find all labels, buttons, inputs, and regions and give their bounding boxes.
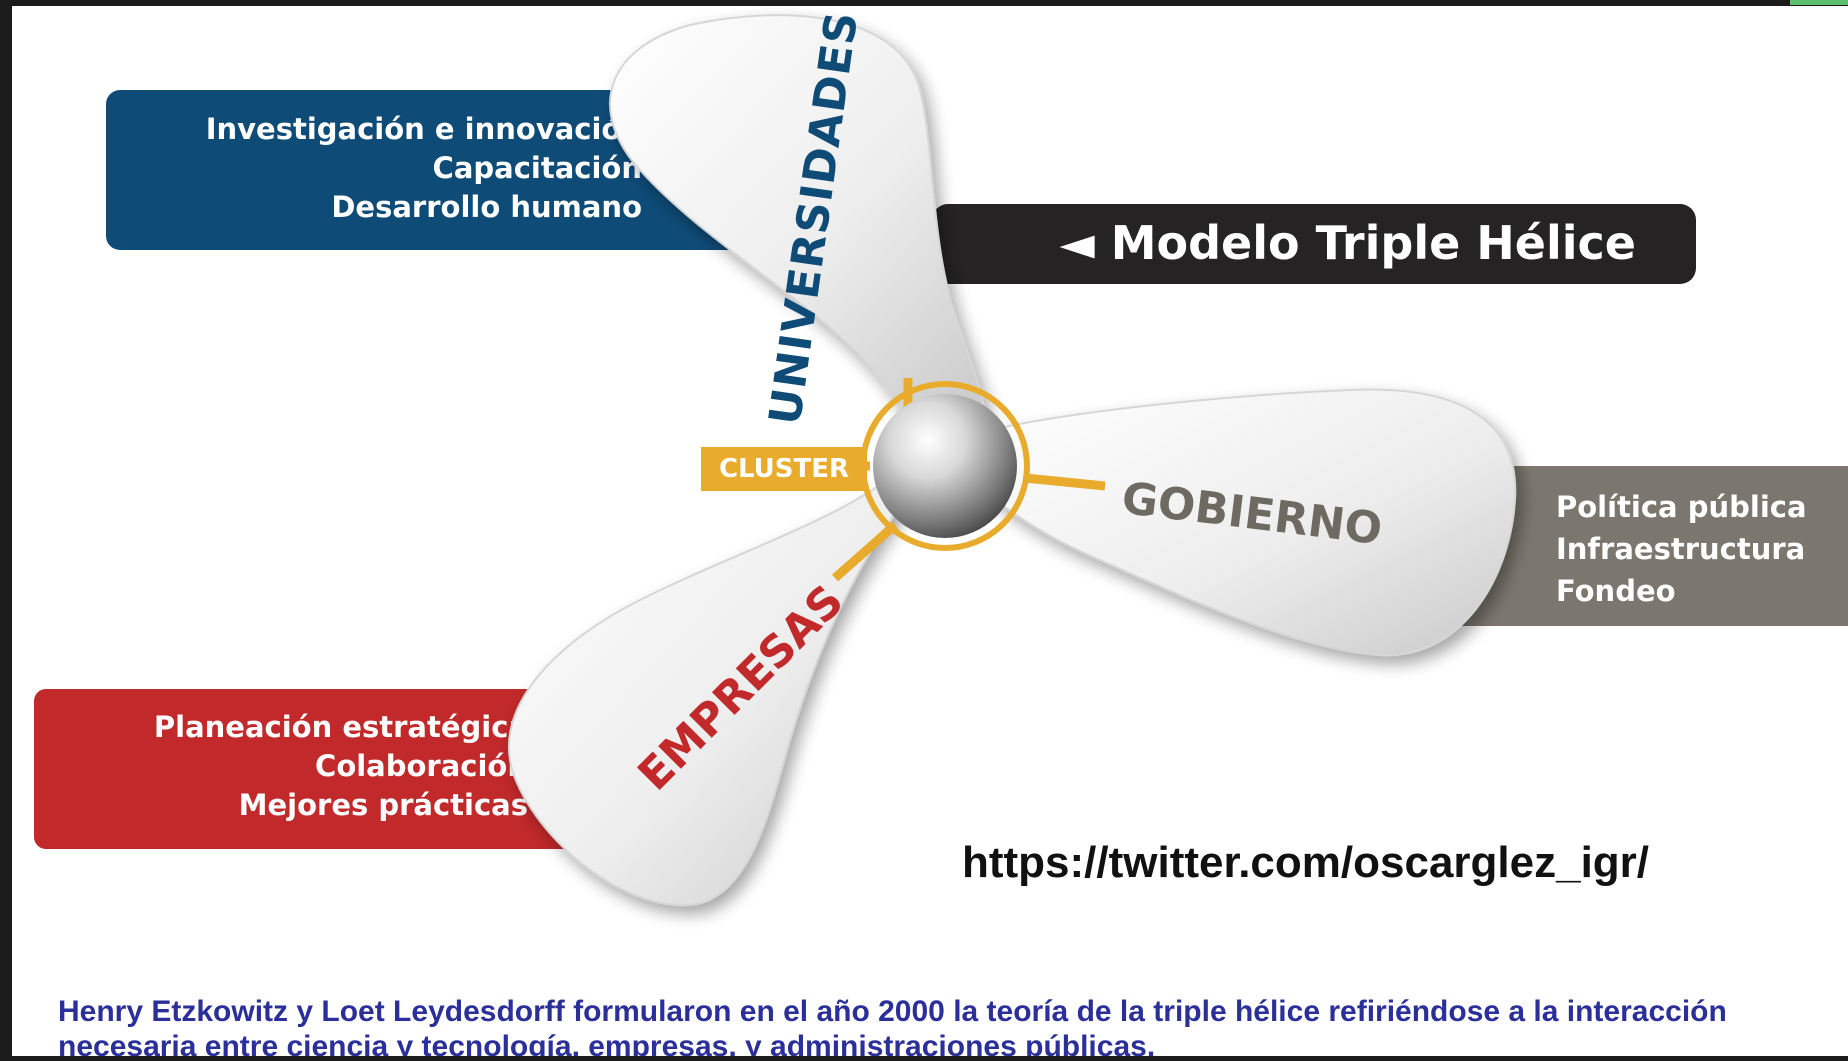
propeller-diagram	[507, 14, 1517, 907]
empresas-item: Mejores prácticas	[238, 788, 528, 822]
cluster-tag: CLUSTER	[701, 447, 867, 491]
blade-gobierno	[983, 388, 1517, 657]
blade-universidades	[609, 14, 987, 421]
diagram-title: ◄ Modelo Triple Hélice	[1059, 216, 1636, 270]
empresas-item: Planeación estratégica	[153, 710, 528, 744]
gobierno-item: Política pública	[1556, 490, 1807, 524]
corner-accent	[1790, 0, 1848, 5]
title-banner: ◄ Modelo Triple Hélice	[932, 204, 1696, 284]
twitter-url: https://twitter.com/oscarglez_igr/	[962, 838, 1650, 887]
bottom-border	[0, 1056, 1848, 1061]
caption-text: Henry Etzkowitz y Loet Leydesdorff formu…	[58, 995, 1727, 1059]
cluster-label: CLUSTER	[718, 454, 850, 484]
gobierno-item: Fondeo	[1556, 574, 1676, 608]
empresas-item: Colaboración	[315, 749, 528, 783]
universidades-item: Investigación e innovación	[205, 112, 642, 146]
universidades-item: Desarrollo humano	[331, 190, 642, 224]
blade-empresas	[507, 468, 907, 907]
universidades-item: Capacitación	[432, 151, 642, 185]
gobierno-item: Infraestructura	[1556, 532, 1806, 566]
slide-canvas: Investigación e innovación Capacitación …	[12, 6, 1848, 1059]
hub-sphere	[873, 394, 1017, 538]
